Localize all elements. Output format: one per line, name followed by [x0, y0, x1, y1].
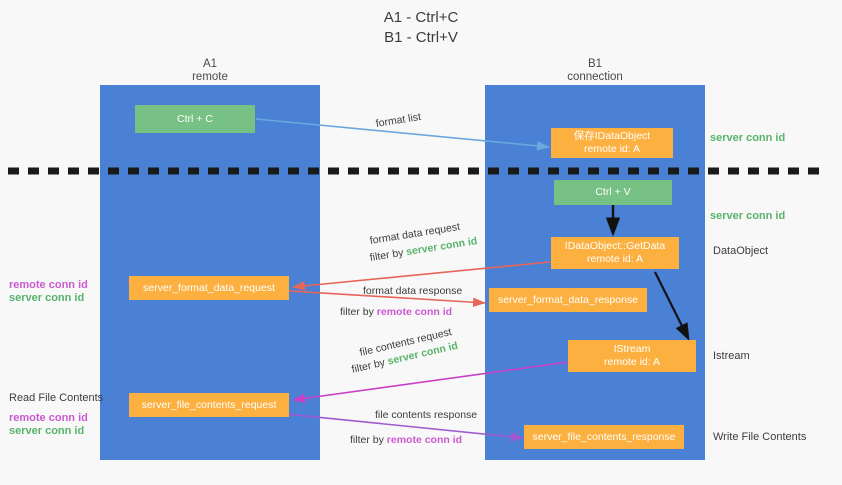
filter-value-remote-conn-id: remote conn id [386, 434, 463, 446]
right-note-istream-text: Istream [713, 350, 750, 362]
node-istream-line2: remote id: A [603, 356, 661, 368]
right-note-dataobject: DataObject [713, 245, 768, 258]
column-header-b1-sub: connection [567, 71, 623, 83]
right-note-write-file-contents: Write File Contents [713, 431, 806, 444]
node-server-file-contents-response-label: server_file_contents_response [532, 430, 676, 443]
edge-format-data-request [292, 261, 551, 291]
filter-value-remote-conn-id: remote conn id [376, 306, 453, 318]
node-server-format-data-response[interactable]: server_format_data_response [489, 288, 647, 312]
left-note-server-conn-id-1: server conn id [9, 292, 84, 305]
node-istream[interactable]: IStream remote id: A [568, 340, 696, 372]
left-note-remote-conn-id-1-text: remote conn id [9, 279, 88, 291]
node-idataobject-line1: 保存IDataObject [573, 130, 651, 142]
edge-label-format-data-response: format data response [363, 285, 462, 298]
node-server-file-contents-request-label: server_file_contents_request [141, 398, 277, 411]
edge-label-file-contents-response-text: file contents response [375, 409, 478, 421]
right-note-server-conn-id-1: server conn id [710, 132, 785, 145]
edge-label-file-contents-response-filter: filter by remote conn id [350, 434, 462, 447]
node-server-format-data-request-label: server_format_data_request [143, 281, 275, 294]
edge-label-format-data-response-text: format data response [363, 285, 463, 297]
column-header-a1-sub: remote [192, 71, 228, 83]
node-idataobject-line2: remote id: A [583, 143, 641, 155]
edge-getdata-to-istream [654, 271, 690, 341]
node-istream-line1: IStream [613, 343, 651, 355]
page-title: A1 - Ctrl+C B1 - Ctrl+V [383, 9, 459, 46]
column-header-b1-name: B1 [587, 58, 603, 70]
node-ctrl-v[interactable]: Ctrl + V [554, 180, 672, 205]
column-header-a1-name: A1 [202, 58, 218, 70]
right-note-server-conn-id-2: server conn id [710, 210, 785, 223]
column-header-a1: A1 remote [130, 58, 290, 84]
left-note-read-file-contents-text: Read File Contents [9, 392, 104, 404]
left-note-remote-conn-id-2-text: remote conn id [9, 412, 88, 424]
node-server-format-data-request[interactable]: server_format_data_request [129, 276, 289, 300]
left-note-server-conn-id-1-text: server conn id [9, 292, 85, 304]
filter-prefix: filter by [340, 306, 377, 318]
edge-label-file-contents-response: file contents response [375, 409, 477, 422]
left-note-remote-conn-id-1: remote conn id [9, 279, 88, 292]
node-getdata-line2: remote id: A [586, 253, 644, 265]
node-server-format-data-response-label: server_format_data_response [497, 293, 639, 306]
edge-label-format-data-response-filter: filter by remote conn id [340, 306, 452, 319]
edge-format-list [255, 118, 550, 151]
right-note-dataobject-text: DataObject [713, 245, 769, 257]
node-idataobject[interactable]: 保存IDataObject remote id: A [551, 128, 673, 158]
node-ctrl-c[interactable]: Ctrl + C [135, 105, 255, 133]
node-idataobject-getdata[interactable]: IDataObject::GetData remote id: A [551, 237, 679, 269]
right-note-server-conn-id-1-text: server conn id [710, 132, 786, 144]
right-note-istream: Istream [713, 350, 750, 363]
left-note-server-conn-id-2: server conn id [9, 425, 84, 438]
node-ctrl-c-label: Ctrl + C [177, 112, 213, 125]
node-server-file-contents-request[interactable]: server_file_contents_request [129, 393, 289, 417]
left-note-read-file-contents: Read File Contents [9, 392, 103, 405]
column-header-b1: B1 connection [515, 58, 675, 84]
right-note-server-conn-id-2-text: server conn id [710, 210, 786, 222]
left-note-remote-conn-id-2: remote conn id [9, 412, 88, 425]
edge-file-contents-request [292, 361, 569, 404]
node-server-file-contents-response[interactable]: server_file_contents_response [524, 425, 684, 449]
filter-prefix: filter by [350, 434, 387, 446]
right-note-write-file-contents-text: Write File Contents [713, 431, 807, 443]
node-getdata-line1: IDataObject::GetData [564, 240, 666, 252]
left-note-server-conn-id-2-text: server conn id [9, 425, 85, 437]
node-ctrl-v-label: Ctrl + V [595, 186, 631, 198]
